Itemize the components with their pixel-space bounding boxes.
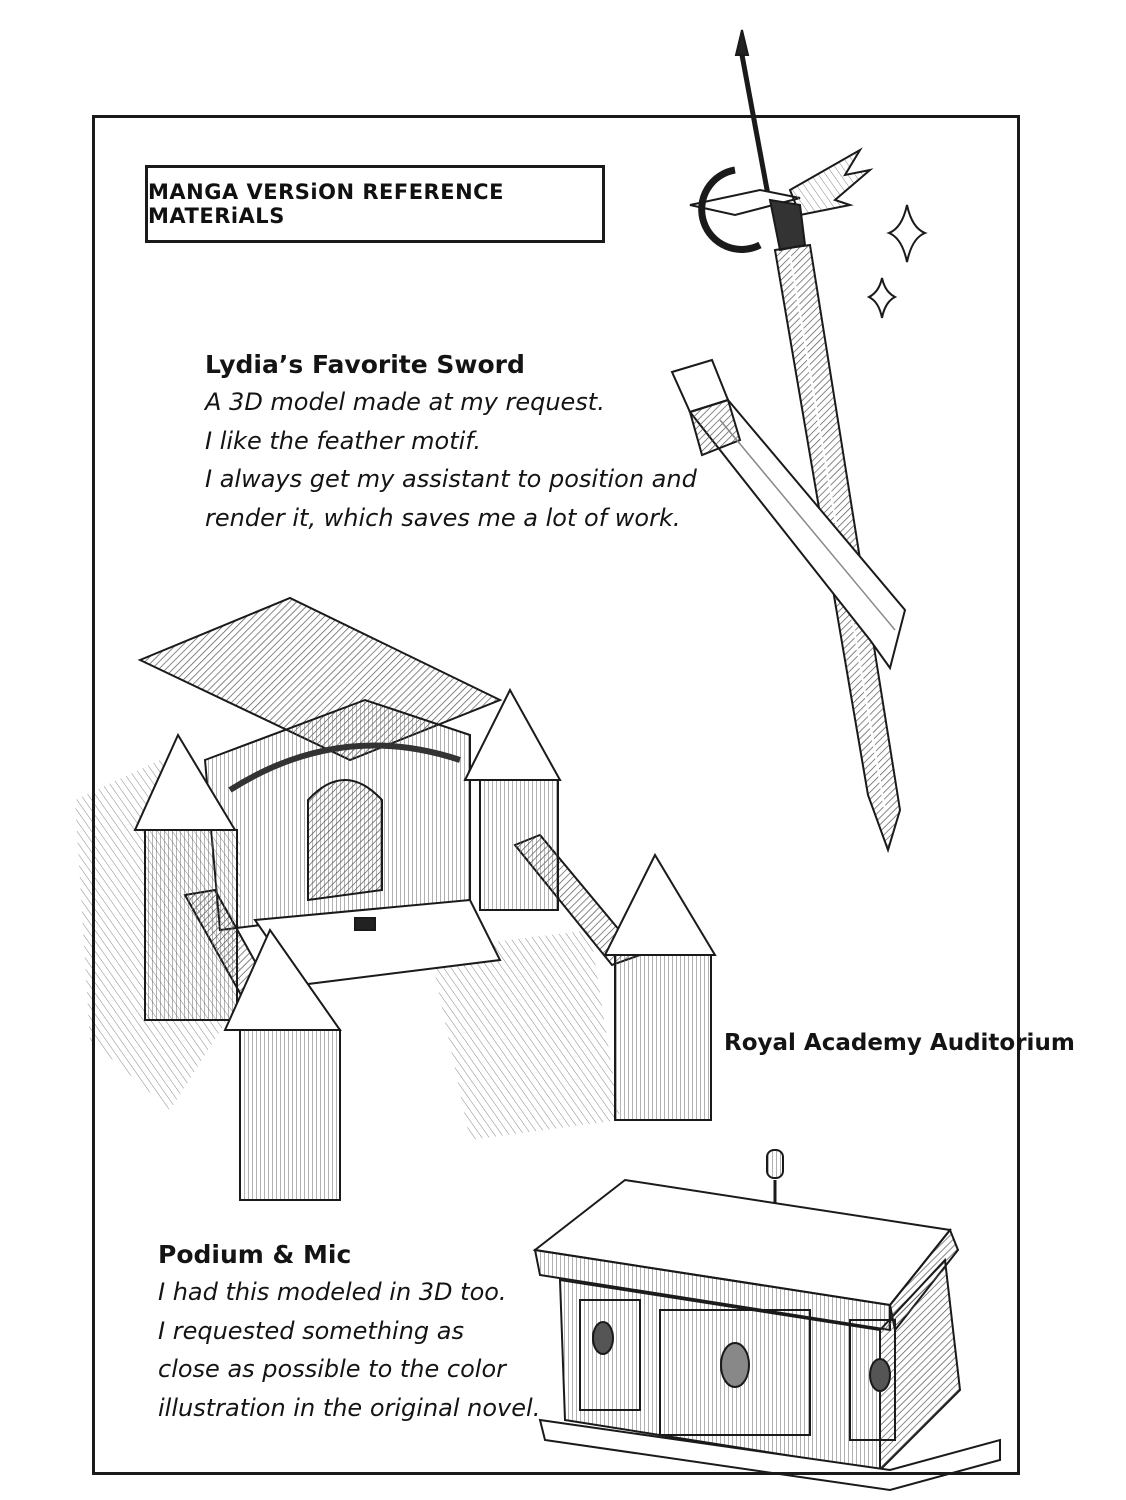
podium-note: Podium & Mic I had this modeled in 3D to…: [158, 1240, 540, 1427]
sword-note-line: I like the feather motif.: [205, 426, 481, 455]
sword-note-line: A 3D model made at my request.: [205, 388, 605, 416]
podium-note-line: I had this modeled in 3D too.: [158, 1278, 507, 1306]
sparkle-icon: [866, 204, 928, 319]
page-title: MANGA VERSiON REFERENCE MATERiALS: [148, 180, 504, 228]
scabbard-illustration: [670, 358, 907, 671]
podium-note-line: close as possible to the color: [158, 1355, 507, 1383]
title-box: MANGA VERSiON REFERENCE MATERiALS: [145, 165, 605, 243]
podium-note-heading: Podium & Mic: [158, 1240, 352, 1269]
panel-border: [92, 115, 1020, 1475]
auditorium-illustration: [75, 596, 717, 1201]
podium-note-line: I requested something as: [158, 1316, 464, 1345]
sword-note-line: I always get my assistant to position an…: [205, 465, 697, 493]
microphone-icon: [766, 1149, 784, 1179]
sword-note-heading: Lydia’s Favorite Sword: [205, 350, 525, 379]
podium-illustration: [532, 1149, 1001, 1492]
auditorium-caption: Royal Academy Auditorium: [724, 1030, 1075, 1056]
podium-note-line: illustration in the original novel.: [158, 1393, 541, 1422]
sword-note: Lydia’s Favorite Sword A 3D model made a…: [205, 350, 697, 537]
sword-note-line: render it, which saves me a lot of work.: [205, 503, 681, 532]
